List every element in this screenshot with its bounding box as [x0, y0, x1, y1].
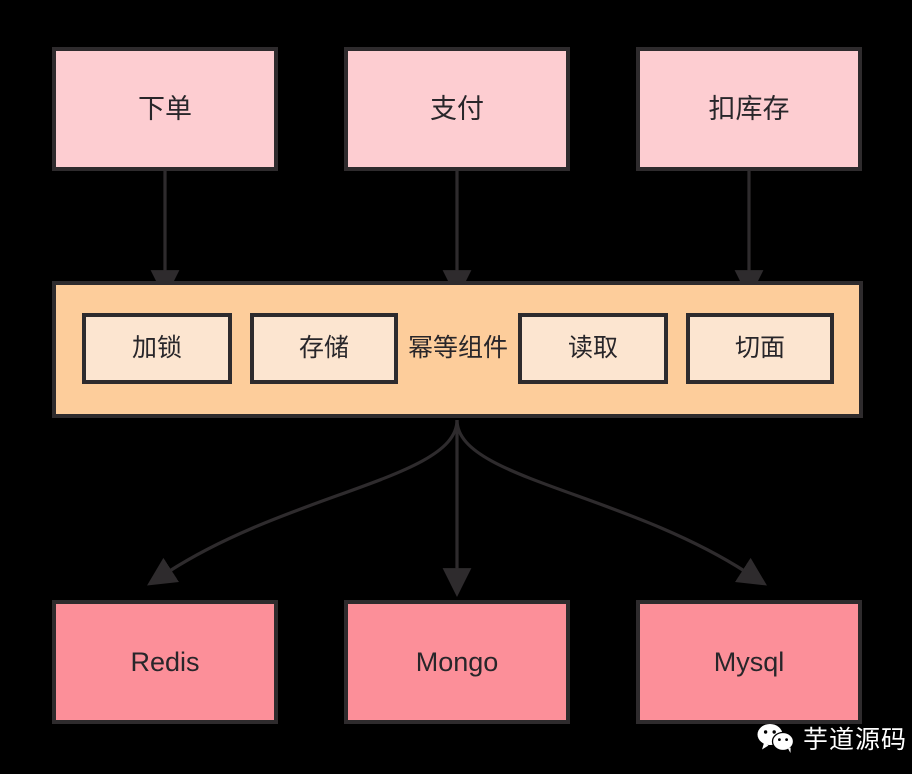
edge-band-to-redis — [147, 419, 459, 586]
chip-store-label: 存储 — [298, 334, 349, 362]
chip-lock: 加锁 — [82, 313, 232, 384]
chip-aspect: 切面 — [686, 313, 834, 384]
node-mysql-label: Mysql — [713, 646, 785, 677]
watermark: 芋道源码 — [757, 723, 907, 758]
node-redis-label: Redis — [130, 646, 200, 677]
chip-read: 读取 — [518, 313, 668, 384]
band-label-text: 幂等组件 — [407, 334, 508, 362]
node-mysql: Mysql — [636, 600, 862, 724]
wechat-icon — [757, 723, 795, 758]
node-order: 下单 — [52, 47, 278, 171]
node-mongo-label: Mongo — [415, 646, 499, 677]
node-redis: Redis — [52, 600, 278, 724]
node-order-label: 下单 — [138, 93, 192, 124]
chip-lock-label: 加锁 — [131, 334, 182, 362]
edge-band-to-mysql — [455, 419, 767, 586]
node-pay-label: 支付 — [430, 93, 484, 124]
node-pay: 支付 — [344, 47, 570, 171]
chip-read-label: 读取 — [567, 334, 618, 362]
band-idempotent-component-label: 幂等组件 — [398, 313, 518, 384]
node-deduct-inventory-label: 扣库存 — [708, 93, 790, 124]
chip-store: 存储 — [250, 313, 398, 384]
watermark-text: 芋道源码 — [803, 726, 908, 754]
node-mongo: Mongo — [344, 600, 570, 724]
chip-aspect-label: 切面 — [734, 334, 785, 362]
node-deduct-inventory: 扣库存 — [636, 47, 862, 171]
